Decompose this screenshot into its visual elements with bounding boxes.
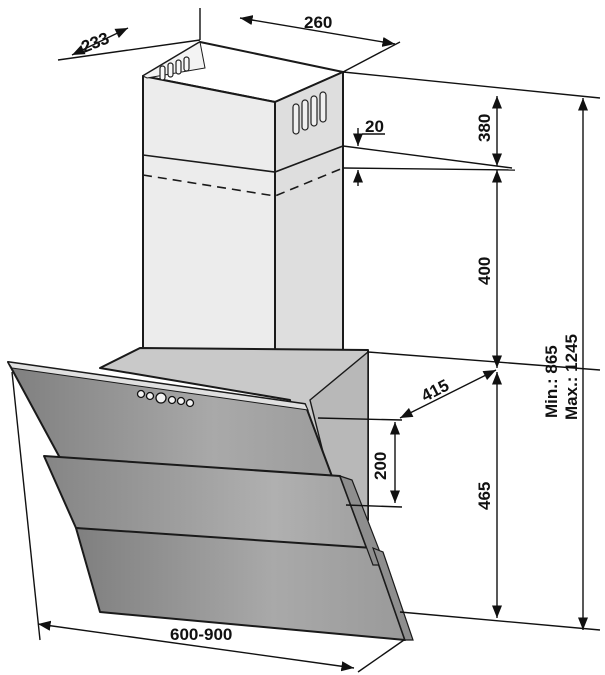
dim-max-label: Max.: 1245 (562, 334, 581, 420)
vent-slots-side (292, 91, 327, 135)
chimney-front-face (142, 75, 276, 384)
dim-415-label: 415 (418, 376, 452, 406)
control-buttons (136, 389, 195, 408)
dim-20-label: 20 (365, 117, 384, 136)
dim-200-label: 200 (371, 452, 390, 480)
dim-260-label: 260 (304, 13, 332, 32)
dim-400-label: 400 (475, 257, 494, 285)
dim-380-label: 380 (475, 114, 494, 142)
dim-line-600-900 (37, 620, 355, 672)
dim-465-label: 465 (475, 482, 494, 510)
dim-min-label: Min.: 865 (542, 345, 561, 418)
hood-body (6, 347, 414, 641)
ext-233-left (57, 39, 201, 61)
dim-line-415 (399, 369, 497, 419)
dim-line-260 (239, 15, 396, 47)
vent-slots-rear (159, 56, 190, 81)
overlap-dashed-line (142, 167, 344, 197)
chimney-side-face (274, 71, 344, 384)
dim-600-900-label: 600-900 (170, 625, 232, 644)
dim-line-233 (71, 27, 129, 56)
chimney (141, 41, 344, 384)
